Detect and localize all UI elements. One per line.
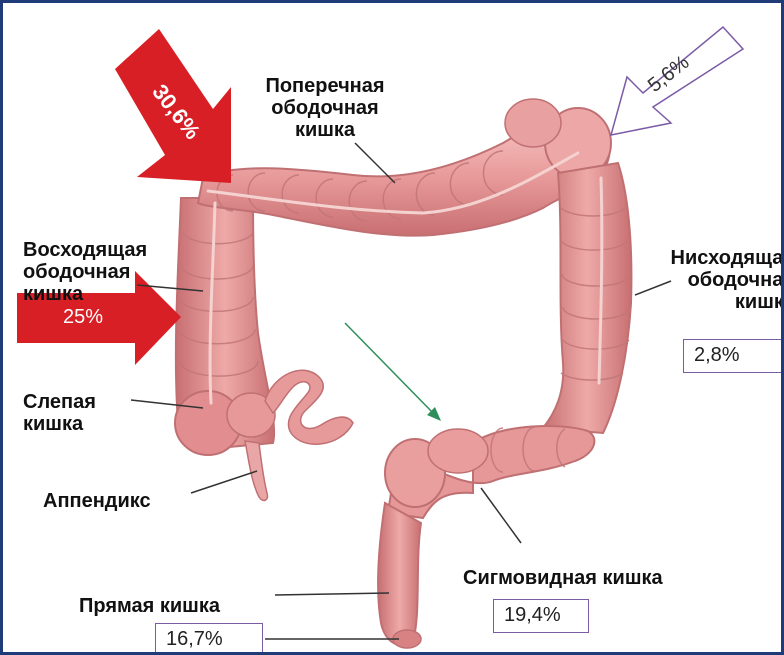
label-descending-colon: Нисходящая ободочная кишка — [629, 247, 784, 313]
percentage-rectum: 16,7% — [155, 623, 263, 655]
percentage-descending: 2,8% — [683, 339, 784, 373]
label-appendix: Аппендикс — [43, 490, 151, 512]
colon-body — [175, 99, 631, 648]
percentage-ascending: 25% — [43, 307, 123, 327]
label-cecum: Слепая кишка — [23, 391, 96, 435]
pointer-arrow-icon — [345, 323, 441, 421]
label-transverse-colon: Поперечная ободочная кишка — [239, 75, 411, 141]
percentage-sigmoid: 19,4% — [493, 599, 589, 633]
label-rectum: Прямая кишка — [79, 595, 220, 617]
label-sigmoid-colon: Сигмовидная кишка — [463, 567, 663, 589]
label-ascending-colon: Восходящая ободочная кишка — [23, 239, 147, 305]
